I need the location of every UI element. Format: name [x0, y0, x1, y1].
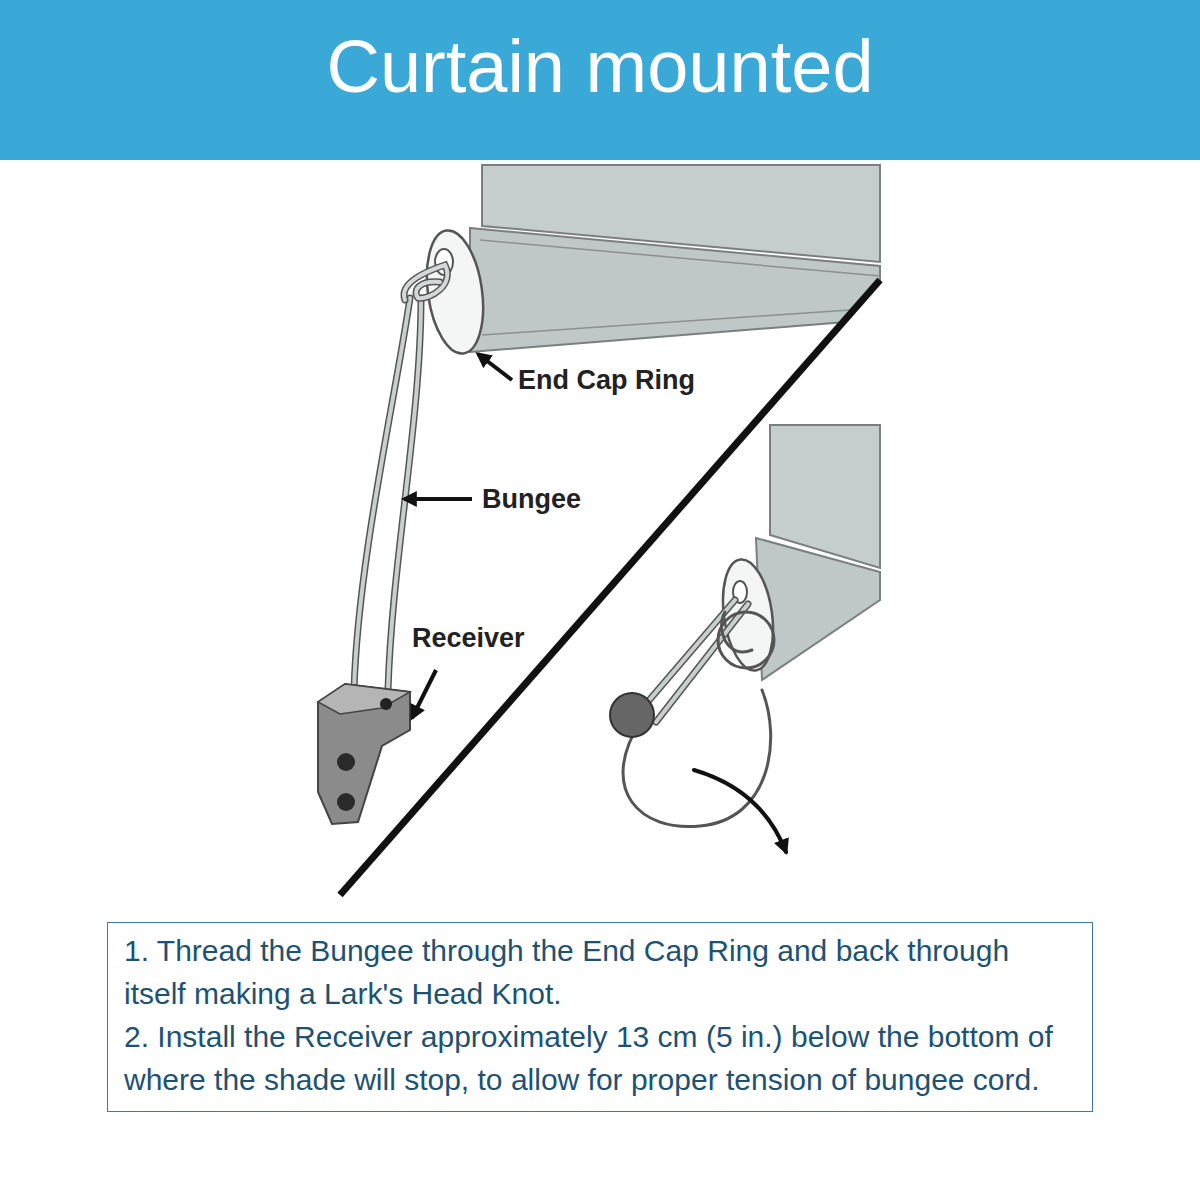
shade-left: [470, 165, 880, 352]
instruction-box: 1. Thread the Bungee through the End Cap…: [107, 922, 1093, 1112]
part-label: End Cap Ring: [518, 364, 695, 396]
title-text: Curtain mounted: [0, 26, 1200, 107]
instruction-text: 2. Install the Receiver approximately 13…: [124, 1015, 1076, 1101]
divider-line: [340, 280, 880, 895]
end-cap-ring: [420, 227, 491, 357]
shade-right: [716, 425, 880, 680]
part-label: Receiver: [412, 622, 525, 654]
leader-arrow: [478, 354, 512, 380]
leader-arrow: [412, 670, 436, 718]
lark-head-knot: [610, 600, 786, 852]
part-label: Bungee: [482, 483, 581, 515]
leader-arrow: [404, 497, 472, 501]
receiver: [318, 684, 410, 824]
instruction-text: 1. Thread the Bungee through the End Cap…: [124, 929, 1076, 1015]
